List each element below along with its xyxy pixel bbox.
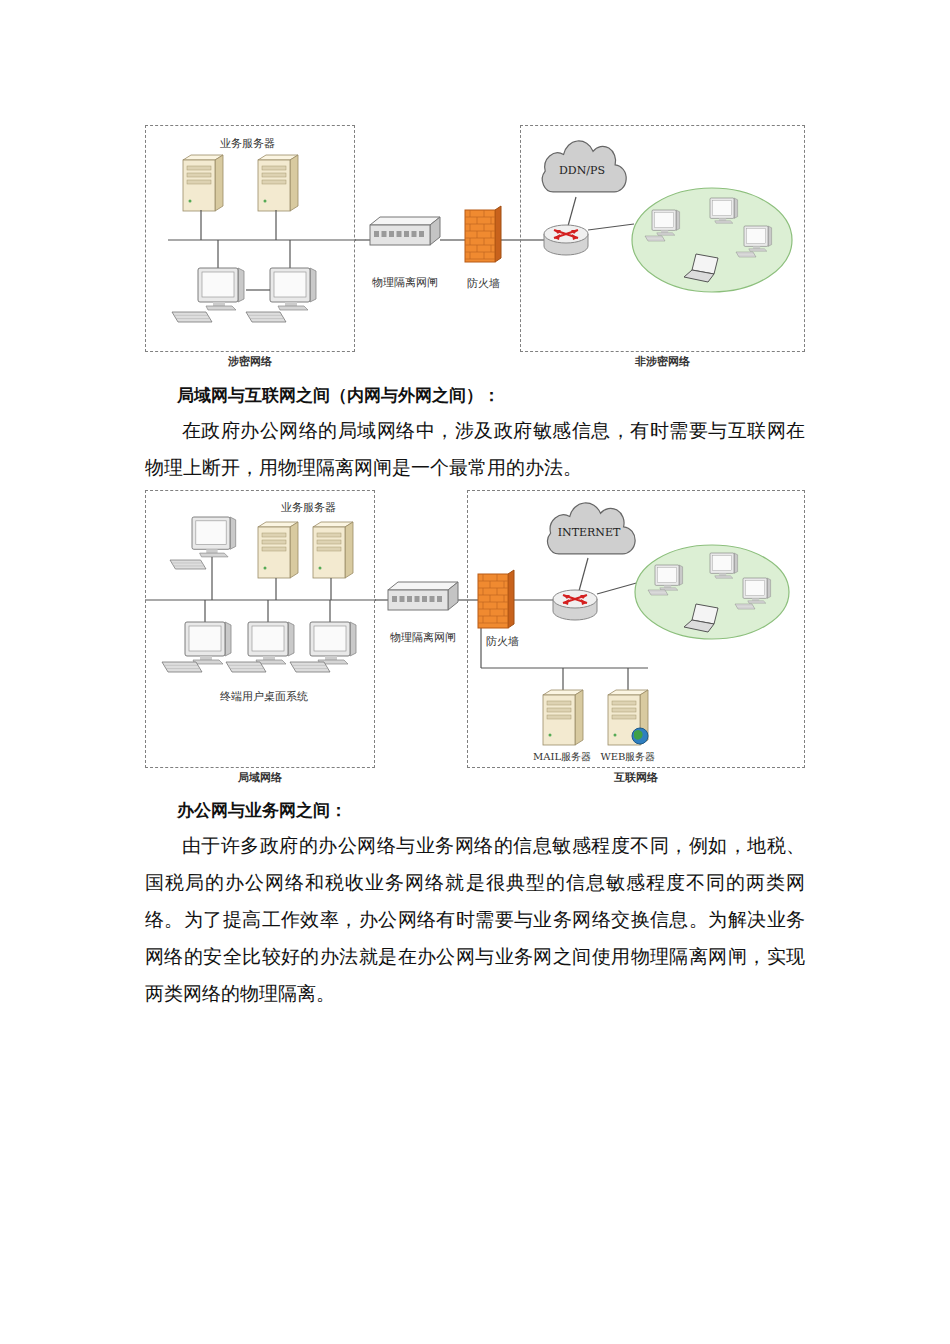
network-wire (562, 668, 563, 690)
region-label: 非涉密网络 (521, 354, 804, 369)
network-wire (246, 289, 270, 290)
keyboard-icon (735, 604, 755, 609)
network-wire (514, 599, 553, 600)
body-paragraph: 由于许多政府的办公网络与业务网络的信息敏感程度不同，例如，地税、国税局的办公网络… (145, 827, 805, 1012)
computer-icon (710, 553, 738, 578)
computer-icon (655, 565, 683, 590)
network-wire (267, 600, 268, 622)
globe-icon (632, 728, 648, 744)
figure-label: 终端用户桌面系统 (220, 689, 308, 704)
server-icon (258, 155, 298, 211)
network-wire (588, 224, 634, 230)
network-link (501, 239, 520, 240)
network-link (375, 599, 388, 600)
server-icon (313, 522, 353, 578)
device-label: 防火墙 (467, 276, 500, 291)
computer-icon (310, 622, 356, 664)
network-wire (579, 558, 588, 591)
network-wire (275, 210, 276, 240)
computer-icon (198, 268, 244, 310)
network-link (458, 599, 478, 600)
computer-icon (192, 517, 236, 557)
figure-label: MAIL服务器 (533, 750, 591, 764)
router-icon (544, 225, 588, 255)
keyboard-icon (648, 590, 668, 595)
gate-shape (388, 582, 458, 612)
section-heading: 办公网与业务网之间： (177, 799, 347, 822)
body-paragraph: 在政府办公网络的局域网络中，涉及政府敏感信息，有时需要与互联网在物理上断开，用物… (145, 412, 805, 486)
keyboard-icon (172, 312, 212, 322)
fire-shape (478, 570, 514, 628)
network-wire (520, 239, 544, 240)
region-label: 局域网络 (146, 770, 374, 785)
keyboard-icon (162, 662, 202, 672)
network-wire (481, 667, 648, 668)
region-label: 涉密网络 (146, 354, 354, 369)
network-wire (211, 557, 212, 600)
device-label: 物理隔离网闸 (372, 275, 438, 290)
network-cloud: DDN/PS (536, 144, 628, 196)
lan-area (632, 188, 792, 292)
region-label: 互联网络 (468, 770, 804, 785)
laptop-icon (684, 254, 718, 282)
firewall-node: 防火墙 (465, 206, 501, 262)
computer-icon (743, 578, 771, 603)
network-wire (330, 578, 331, 600)
bus-line (145, 599, 376, 600)
keyboard-icon (246, 312, 286, 322)
bus-line (168, 239, 356, 240)
server-icon (608, 690, 648, 745)
device-label: 防火墙 (486, 634, 519, 649)
server-icon (543, 690, 583, 745)
network-wire (204, 600, 205, 622)
network-wire (275, 578, 276, 600)
figure-label: 业务服务器 (281, 500, 336, 515)
network-region: 非涉密网络DDN/PS (520, 125, 805, 352)
network-wire (568, 197, 576, 226)
network-wire (597, 582, 640, 594)
keyboard-icon (226, 662, 266, 672)
keyboard-icon (290, 662, 330, 672)
network-link (355, 239, 370, 240)
network-wire (329, 600, 330, 622)
network-region: 互联网络防火墙INTERNET (467, 490, 805, 768)
device-label: 物理隔离网闸 (390, 630, 456, 645)
cloud-label: INTERNET (541, 506, 637, 558)
firewall-node: 防火墙 (478, 570, 514, 628)
network-wire (217, 240, 218, 268)
network-region: 局域网络 (145, 490, 375, 768)
cloud-label: DDN/PS (536, 144, 628, 196)
network-wire (627, 668, 628, 690)
globe-land (634, 730, 643, 740)
fire-shape (465, 206, 501, 262)
server-icon (258, 522, 298, 578)
computer-icon (185, 622, 231, 664)
computer-icon (744, 226, 772, 251)
network-wire (480, 628, 481, 668)
figure-label: WEB服务器 (601, 750, 656, 764)
server-icon (183, 155, 223, 211)
router-icon (553, 590, 597, 620)
network-wire (289, 240, 290, 268)
computer-icon (248, 622, 294, 664)
section-heading: 局域网与互联网之间（内网与外网之间）： (177, 384, 500, 407)
computer-icon (710, 198, 738, 223)
lan-area (635, 545, 789, 639)
network-region: 涉密网络 (145, 125, 355, 352)
figure-label: 业务服务器 (220, 136, 275, 151)
gate-shape (370, 217, 440, 247)
keyboard-icon (645, 236, 665, 241)
computer-icon (652, 210, 680, 235)
network-cloud: INTERNET (541, 506, 637, 558)
laptop-icon (684, 604, 718, 632)
network-wire (200, 210, 201, 240)
keyboard-icon (170, 560, 206, 569)
computer-icon (270, 268, 316, 310)
keyboard-icon (736, 252, 756, 257)
network-link (440, 239, 465, 240)
isolation-gateway: 物理隔离网闸 (370, 217, 440, 247)
isolation-gateway: 物理隔离网闸 (388, 582, 458, 612)
